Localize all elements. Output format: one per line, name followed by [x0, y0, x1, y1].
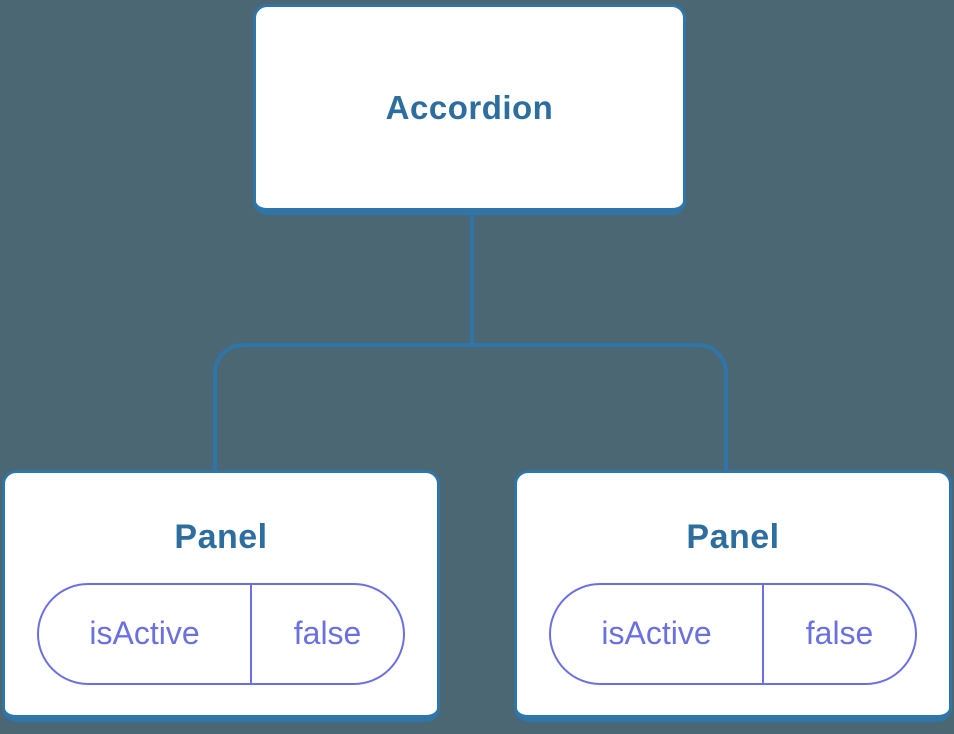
connector-stem [470, 212, 474, 345]
tree-node-accordion: Accordion [253, 4, 686, 215]
node-label-accordion: Accordion [385, 88, 554, 126]
state-pill: isActive false [549, 582, 917, 685]
tree-node-panel-left: Panel isActive false [2, 470, 440, 722]
state-pill: isActive false [37, 582, 405, 685]
state-key: isActive [39, 584, 253, 683]
state-value: false [293, 615, 362, 651]
state-value: false [805, 615, 874, 651]
tree-node-panel-right: Panel isActive false [514, 470, 952, 722]
state-key: isActive [551, 584, 765, 683]
node-label-panel: Panel [686, 517, 780, 556]
connector-bracket [213, 343, 728, 470]
node-label-panel: Panel [174, 517, 268, 556]
